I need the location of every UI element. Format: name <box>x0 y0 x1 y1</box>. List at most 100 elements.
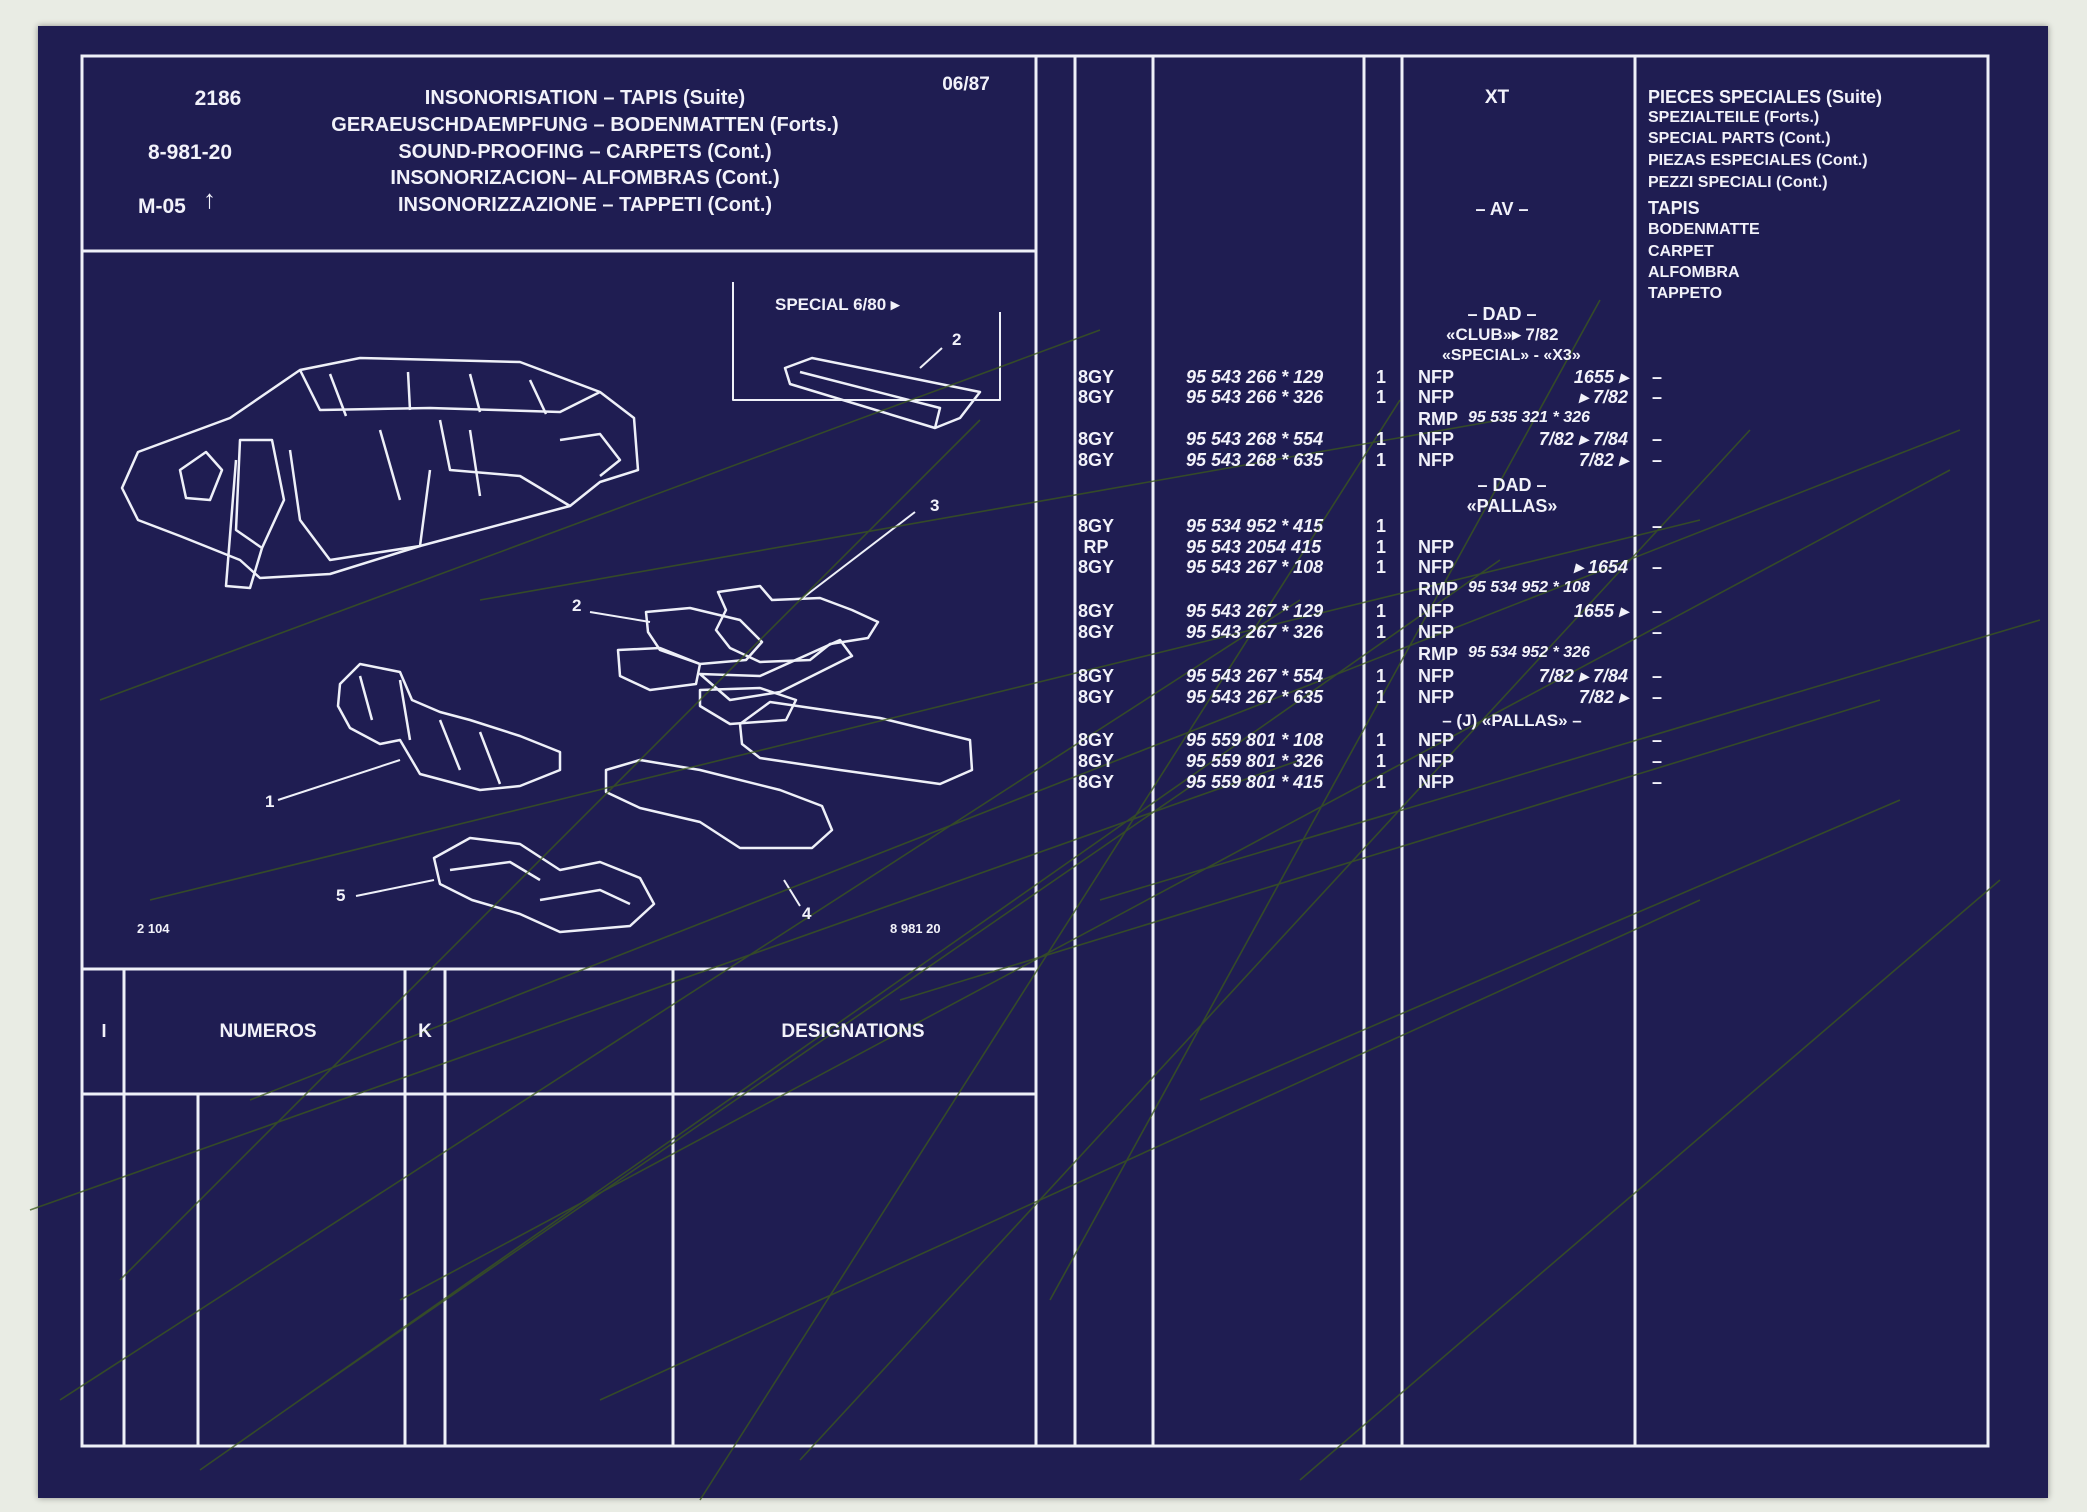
part-number: 95 543 2054 415 <box>1186 537 1322 557</box>
column-k-header: K <box>418 1021 432 1042</box>
part-note: NFP <box>1418 429 1454 449</box>
part-code: 8GY <box>1077 751 1115 771</box>
part-range: 95 534 952 * 326 <box>1468 644 1590 661</box>
special-dash: – <box>1652 429 1663 449</box>
part-code: 8GY <box>1077 516 1115 536</box>
callout-2: 2 <box>572 596 582 615</box>
part-note: RMP <box>1418 644 1458 664</box>
part-range: 7/82 ▸ 7/84 <box>1538 429 1628 449</box>
part-number: 95 543 268 * 554 <box>1186 429 1324 449</box>
car-body-shell <box>120 356 640 590</box>
part-quantity: 1 <box>1376 367 1387 387</box>
part-quantity: 1 <box>1376 429 1387 449</box>
item-en: CARPET <box>1648 243 1714 260</box>
part-number: 95 543 267 * 326 <box>1186 622 1324 642</box>
callout-3: 3 <box>930 496 940 515</box>
item-es: ALFOMBRA <box>1648 264 1740 281</box>
special-dash: – <box>1652 687 1663 707</box>
part-note: NFP <box>1418 730 1454 750</box>
page-number: 2186 <box>194 87 242 110</box>
special-parts-heading: PIECES SPECIALES (Suite) <box>1648 87 1883 107</box>
model-code: M-05 <box>138 195 186 218</box>
inset-label: SPECIAL 6/80 ▸ <box>775 295 900 314</box>
part-quantity: 1 <box>1376 666 1387 686</box>
special-dash: – <box>1652 367 1663 387</box>
part-range: 95 535 321 * 326 <box>1468 409 1590 426</box>
special-dash: – <box>1652 557 1663 577</box>
part-note: NFP <box>1418 666 1454 686</box>
special-parts-de: SPEZIALTEILE (Forts.) <box>1648 109 1820 126</box>
part-code: 8GY <box>1077 687 1115 707</box>
special-parts-es: PIEZAS ESPECIALES (Cont.) <box>1648 152 1868 169</box>
part-code: 8GY <box>1077 622 1115 642</box>
title-fr: INSONORISATION – TAPIS (Suite) <box>424 87 746 109</box>
carpet-part-1 <box>336 662 562 792</box>
special-parts-en: SPECIAL PARTS (Cont.) <box>1648 130 1831 147</box>
part-range: 95 534 952 * 108 <box>1468 579 1590 596</box>
part-quantity: 1 <box>1376 622 1387 642</box>
part-number: 95 543 267 * 635 <box>1186 687 1324 707</box>
part-number: 95 543 267 * 129 <box>1186 601 1324 621</box>
part-note: NFP <box>1418 557 1454 577</box>
special-dash: – <box>1652 516 1663 536</box>
title-es: INSONORIZACION– ALFOMBRAS (Cont.) <box>390 167 780 189</box>
part-note: NFP <box>1418 537 1454 557</box>
group-pallas: «PALLAS» <box>1466 496 1558 516</box>
carpet-part-3 <box>714 584 880 664</box>
part-range: 7/82 ▸ <box>1578 450 1628 470</box>
item-heading: TAPIS <box>1648 198 1700 218</box>
part-number: 95 543 267 * 108 <box>1186 557 1324 577</box>
title-it: INSONORIZZAZIONE – TAPPETI (Cont.) <box>397 194 773 216</box>
special-dash: – <box>1652 622 1663 642</box>
part-number: 95 543 266 * 129 <box>1186 367 1324 387</box>
part-quantity: 1 <box>1376 730 1387 750</box>
part-quantity: 1 <box>1376 751 1387 771</box>
item-de: BODENMATTE <box>1648 221 1760 238</box>
group-code: 8-981-20 <box>147 141 233 164</box>
part-code: 8GY <box>1077 730 1115 750</box>
part-number: 95 559 801 * 415 <box>1186 772 1324 792</box>
part-note: RMP <box>1418 579 1458 599</box>
part-quantity: 1 <box>1376 516 1387 536</box>
part-note: NFP <box>1418 601 1454 621</box>
part-quantity: 1 <box>1376 387 1387 407</box>
group-dad-1: – DAD – <box>1467 304 1537 324</box>
callout-1: 1 <box>265 792 275 811</box>
arrow-up-icon: ↑ <box>203 184 216 214</box>
special-parts-it: PEZZI SPECIALI (Cont.) <box>1648 174 1828 191</box>
carpet-part-4 <box>738 700 974 786</box>
group-dad-2: – DAD – <box>1477 475 1547 495</box>
part-code: 8GY <box>1077 601 1115 621</box>
part-code: 8GY <box>1077 450 1115 470</box>
group-club: «CLUB»▸ 7/82 <box>1446 325 1559 344</box>
group-j-pallas: – (J) «PALLAS» – <box>1442 711 1582 730</box>
special-dash: – <box>1652 666 1663 686</box>
part-number: 95 543 268 * 635 <box>1186 450 1324 470</box>
part-note: NFP <box>1418 622 1454 642</box>
part-range: ▸ 1654 <box>1573 557 1628 577</box>
part-note: NFP <box>1418 387 1454 407</box>
part-code: 8GY <box>1077 387 1115 407</box>
part-quantity: 1 <box>1376 537 1387 557</box>
carpet-part-5 <box>432 836 656 934</box>
column-numbers-header: NUMEROS <box>219 1021 317 1042</box>
part-range: 1655 ▸ <box>1573 601 1628 621</box>
part-number: 95 543 267 * 554 <box>1186 666 1324 686</box>
callout-4: 4 <box>802 904 812 923</box>
part-quantity: 1 <box>1376 772 1387 792</box>
illustration-ref-left: 2 104 <box>137 921 170 936</box>
part-code: 8GY <box>1077 666 1115 686</box>
special-dash: – <box>1652 387 1663 407</box>
title-de: GERAEUSCHDAEMPFUNG – BODENMATTEN (Forts.… <box>331 114 839 136</box>
part-quantity: 1 <box>1376 601 1387 621</box>
part-note: NFP <box>1418 687 1454 707</box>
part-note: NFP <box>1418 450 1454 470</box>
column-designations-header: DESIGNATIONS <box>781 1021 925 1042</box>
callout-2-inset: 2 <box>952 330 962 349</box>
part-quantity: 1 <box>1376 450 1387 470</box>
item-it: TAPPETO <box>1648 285 1723 302</box>
part-number: 95 559 801 * 108 <box>1186 730 1324 750</box>
part-code: 8GY <box>1077 367 1115 387</box>
model-column-label: XT <box>1484 87 1510 108</box>
